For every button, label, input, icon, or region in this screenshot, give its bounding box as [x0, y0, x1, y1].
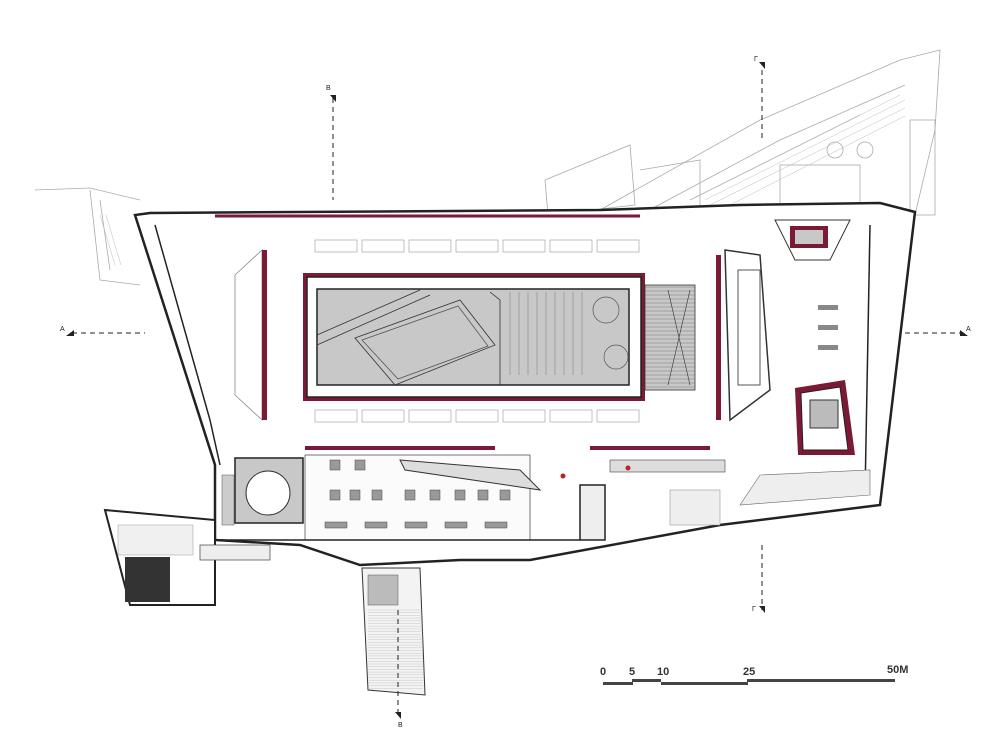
exhibit-plinth — [444, 521, 468, 529]
scale-tick-10: 10 — [657, 666, 670, 678]
exhibit-plinth — [404, 489, 416, 501]
tree-icon — [603, 344, 629, 370]
section-marker-a-right: Α — [966, 326, 971, 333]
section-arrow-icons — [66, 62, 968, 719]
south-ramp — [399, 459, 542, 491]
site-ramp-hatch — [99, 94, 906, 266]
scale-tick-0: 0 — [600, 666, 607, 678]
bench — [408, 409, 452, 423]
benches-bottom — [314, 409, 640, 423]
exhibit-plinth — [329, 459, 341, 471]
exhibit-plinth — [349, 489, 361, 501]
bench — [314, 409, 358, 423]
south-gallery-band — [305, 446, 495, 450]
east-stage — [724, 249, 771, 422]
scale-tick-5: 5 — [629, 666, 636, 678]
scale-bar — [603, 679, 895, 685]
bench — [596, 409, 640, 423]
marker-dot — [625, 465, 631, 471]
annex-hatched-room — [125, 557, 170, 602]
east-accent-wall — [716, 255, 721, 420]
east-stair — [644, 284, 696, 391]
section-marker-b-bottom: Β — [398, 722, 403, 729]
exhibit-plinth — [364, 521, 388, 529]
exhibit-plinth — [404, 521, 428, 529]
scale-tick-25: 25 — [743, 666, 756, 678]
inner-wall-left — [154, 224, 221, 466]
section-lines — [72, 70, 962, 715]
west-hall — [234, 249, 263, 421]
annex-bridge — [199, 544, 271, 561]
section-marker-a-left: Α — [60, 326, 65, 333]
west-accent-wall — [262, 250, 267, 420]
exhibit-plinth — [454, 489, 466, 501]
bench — [549, 409, 593, 423]
elevator-core — [809, 399, 839, 429]
service-core — [579, 484, 606, 541]
exhibit-plinth — [484, 521, 508, 529]
bench — [502, 239, 546, 253]
east-stage-inner — [737, 269, 761, 386]
bench — [455, 239, 499, 253]
exhibit-plinths — [324, 459, 511, 529]
atrium-void — [316, 288, 630, 386]
bench — [361, 239, 405, 253]
inner-wall-right — [864, 224, 871, 496]
bench — [455, 409, 499, 423]
bench — [596, 239, 640, 253]
atrium-steps — [509, 292, 583, 375]
section-marker-c-bottom: Γ — [752, 606, 756, 613]
exhibit-plinth — [371, 489, 383, 501]
marker-dot — [560, 473, 566, 479]
display-tables — [818, 305, 838, 350]
benches-top — [314, 239, 640, 253]
section-marker-b-top: Β — [326, 85, 331, 92]
scale-tick-50m: 50M — [887, 664, 909, 676]
south-east-ramp — [609, 459, 726, 473]
bench — [549, 239, 593, 253]
bench — [502, 409, 546, 423]
bench — [314, 239, 358, 253]
atrium-staircase — [316, 289, 501, 386]
stair-void-cross — [667, 289, 691, 386]
bench — [408, 239, 452, 253]
exhibit-plinth — [354, 459, 366, 471]
east-steps — [739, 469, 871, 506]
exhibit-plinth — [499, 489, 511, 501]
exhibit-plinth — [477, 489, 489, 501]
exhibit-plinth — [329, 489, 341, 501]
exhibit-plinth — [429, 489, 441, 501]
tree-icon — [592, 296, 620, 324]
bench — [361, 409, 405, 423]
section-marker-c-top: Γ — [754, 56, 758, 63]
exhibit-plinth — [324, 521, 348, 529]
